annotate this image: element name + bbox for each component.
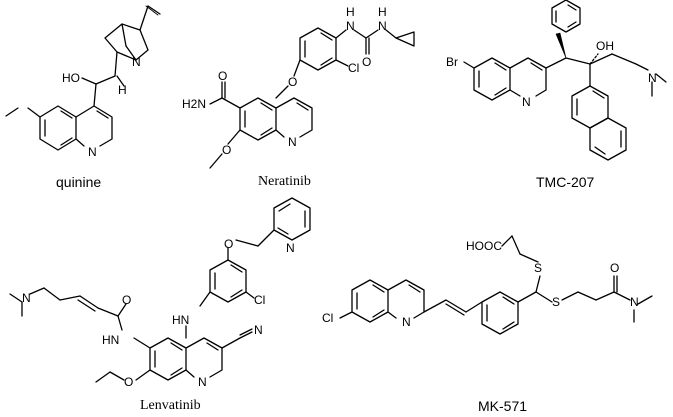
quinine-label-n-ring: N <box>88 145 97 159</box>
quinine-label-ho: HO <box>62 71 80 85</box>
tmc207-label-n-amine: N <box>648 71 657 85</box>
lenvatinib-structure <box>9 197 311 383</box>
quinine-label-n-bridge: N <box>132 55 141 69</box>
lenvatinib-label-n-amine: N <box>22 291 31 305</box>
lenvatinib-label-n-ring: N <box>198 375 207 389</box>
neratinib-label-cl: Cl <box>348 61 359 75</box>
tmc207-label-oh: OH <box>596 39 614 53</box>
lenvatinib-label-cl: Cl <box>254 293 265 307</box>
caption-mk571: MK-571 <box>478 398 528 414</box>
neratinib-structure <box>209 27 415 169</box>
neratinib-label-h2n: H2N <box>182 97 206 111</box>
tmc207-label-br: Br <box>446 55 458 69</box>
lenvatinib-label-hn-aryl: HN <box>172 313 189 327</box>
mk571-label-cl: Cl <box>322 311 333 325</box>
lenvatinib-label-n-pyr: N <box>286 241 295 255</box>
caption-lenvatinib: Lenvatinib <box>140 398 201 413</box>
neratinib-label-o-urea: O <box>362 55 371 69</box>
mk571-label-s-b: S <box>552 295 560 309</box>
neratinib-label-n-ring: N <box>288 135 297 149</box>
caption-quinine: quinine <box>56 174 102 190</box>
neratinib-label-o-amide: O <box>218 69 227 83</box>
lenvatinib-label-o-ethoxy: O <box>124 375 133 389</box>
mk571-label-n-ring: N <box>402 315 411 329</box>
lenvatinib-label-o-amide: O <box>122 293 131 307</box>
caption-neratinib: Neratinib <box>258 174 311 189</box>
mk571-structure <box>339 235 653 335</box>
neratinib-label-nh-b: H <box>378 5 387 19</box>
mk571-label-s-a: S <box>534 261 542 275</box>
neratinib-label-o-ether: O <box>288 75 297 89</box>
neratinib-label-n-b: N <box>378 19 387 33</box>
quinine-structure <box>5 5 161 151</box>
neratinib-label-o-meo: O <box>222 143 231 157</box>
tmc207-structure <box>463 0 667 161</box>
quinine-label-h: H <box>118 83 127 97</box>
caption-tmc207: TMC-207 <box>536 174 595 190</box>
neratinib-label-n-a: N <box>346 19 355 33</box>
neratinib-label-nh-a: H <box>346 5 355 19</box>
lenvatinib-label-o-ether: O <box>224 237 233 251</box>
tmc207-label-n-ring: N <box>522 95 531 109</box>
mk571-label-o-amide: O <box>610 261 619 275</box>
lenvatinib-label-n-nitrile: N <box>254 323 263 337</box>
mk571-label-n-amide: N <box>630 295 639 309</box>
lenvatinib-label-hn-amide: HN <box>102 333 119 347</box>
mk571-label-hooc: HOOC <box>466 239 502 253</box>
